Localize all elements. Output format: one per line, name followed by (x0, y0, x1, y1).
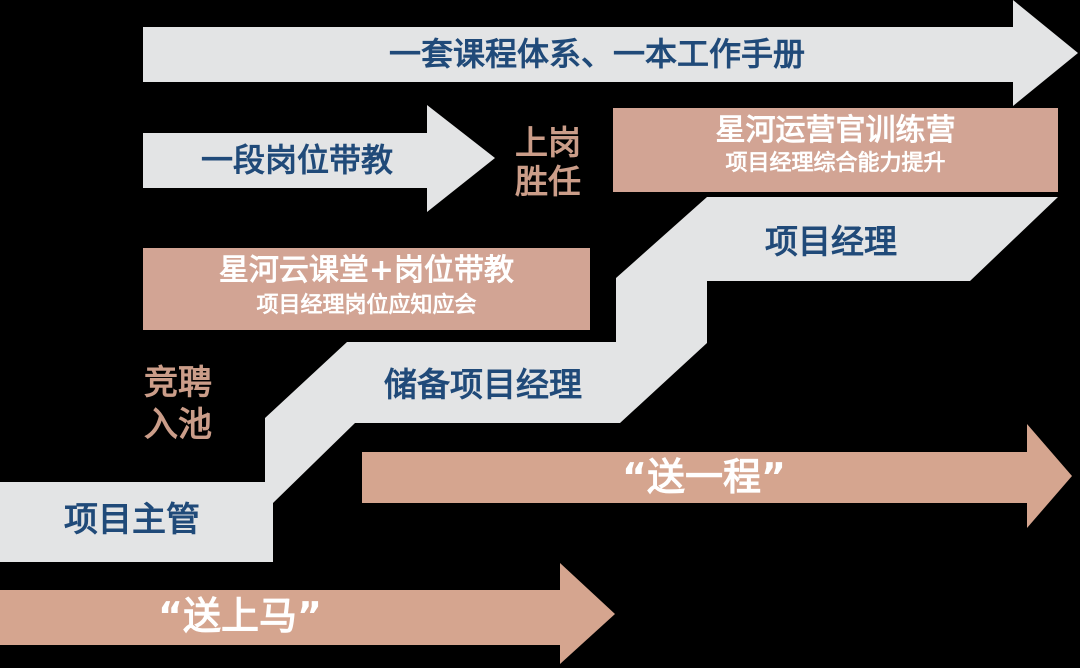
pool-note-line1: 竞聘 (144, 363, 212, 403)
reserve-manager-label: 储备项目经理 (384, 365, 582, 404)
mount-arrow-shape (0, 563, 615, 664)
cloud-box (143, 248, 590, 330)
career-staircase-shape (0, 197, 1058, 562)
cloud-box-title: 星河云课堂+岗位带教 (218, 253, 515, 288)
onboarding-note-line2: 胜任 (515, 162, 581, 201)
camp-box-subtitle: 项目经理综合能力提升 (725, 151, 946, 176)
project-supervisor-label: 项目主管 (64, 500, 200, 540)
mentoring-arrow-shape (143, 105, 495, 212)
top-arrow-label: 一套课程体系、一本工作手册 (388, 35, 805, 73)
pool-note: 竞聘 入池 (118, 362, 238, 446)
pool-note-line2: 入池 (144, 405, 212, 445)
camp-box-title: 星河运营官训练营 (715, 113, 956, 148)
cloud-box-subtitle: 项目经理岗位应知应会 (256, 293, 477, 318)
mentoring-arrow-label: 一段岗位带教 (200, 141, 393, 179)
camp-box (613, 108, 1058, 192)
project-manager-label: 项目经理 (765, 222, 897, 261)
escort-arrow-label: “送一程” (622, 455, 786, 499)
onboarding-note-line1: 上岗 (515, 123, 581, 162)
course-system-arrow-shape (143, 0, 1078, 106)
onboarding-note: 上岗 胜任 (503, 123, 593, 201)
mount-arrow-label: “送上马” (158, 594, 322, 638)
escort-arrow-shape (362, 424, 1072, 528)
